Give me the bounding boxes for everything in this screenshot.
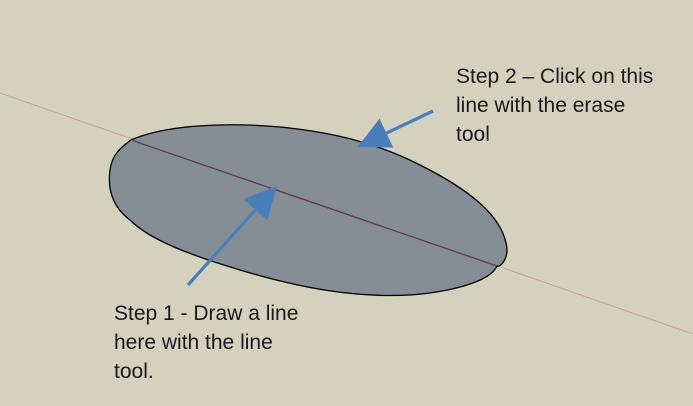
step2-line-3: tool	[456, 123, 490, 146]
step2-line-2: line with the erase	[456, 94, 626, 117]
step1-line-2: here with the line	[114, 331, 273, 354]
step1-line-3: tool.	[114, 360, 154, 383]
drawn-edge-line[interactable]	[130, 139, 498, 267]
step2-callout: Step 2 – Click on this line with the era…	[456, 62, 653, 149]
step1-arrow	[186, 186, 277, 287]
ellipse-face[interactable]	[108, 124, 508, 297]
step2-line-1: Step 2 – Click on this	[456, 65, 654, 88]
step2-arrow	[357, 109, 434, 148]
step1-line-1: Step 1 - Draw a line	[114, 302, 299, 325]
step1-callout: Step 1 - Draw a line here with the line …	[114, 299, 298, 386]
